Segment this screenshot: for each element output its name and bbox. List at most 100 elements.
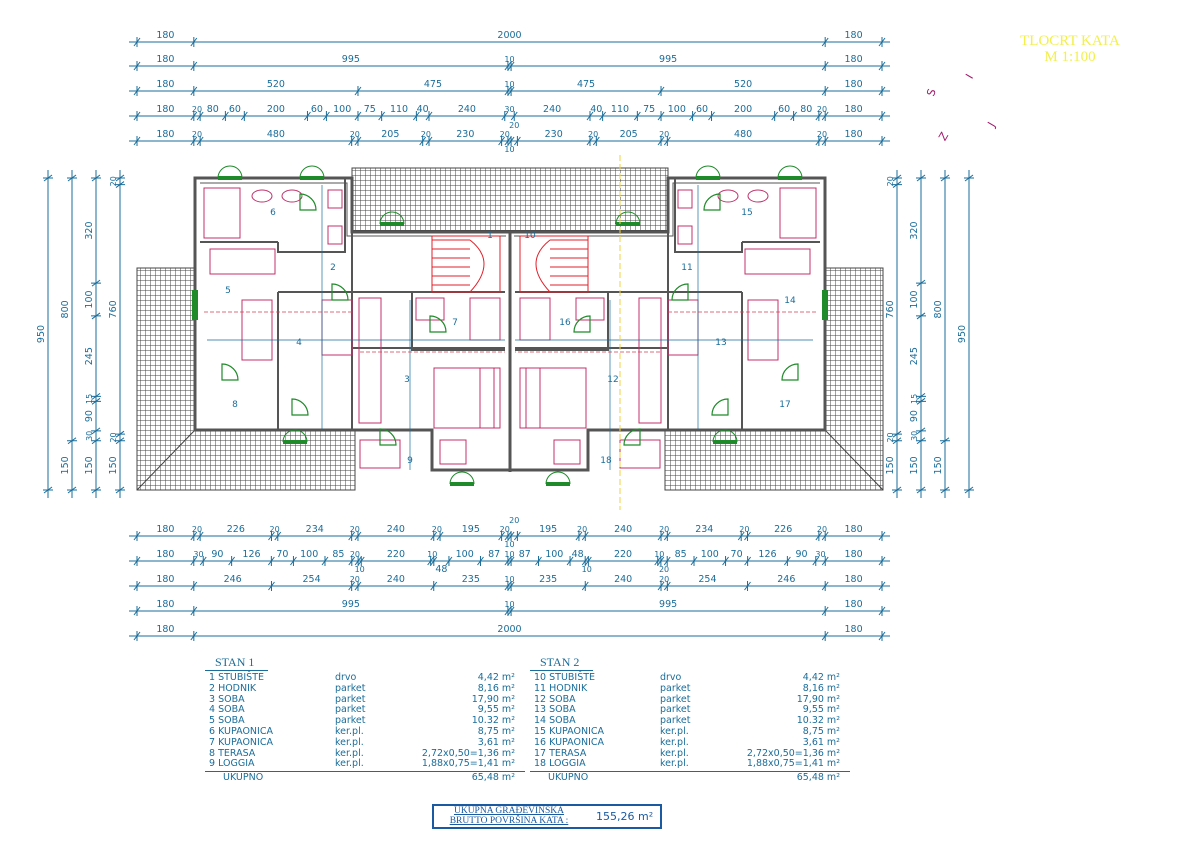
window (283, 440, 307, 444)
cell-area: 3,61 m² (802, 736, 840, 748)
dimension-tick (916, 427, 926, 435)
dimension-label: 995 (659, 54, 677, 65)
dimension-tick (504, 556, 512, 566)
dimension-tick (43, 486, 53, 494)
dimension-label: 100 (668, 104, 686, 115)
dimension-tick (425, 136, 433, 146)
dimension-tick (744, 556, 752, 566)
dimension-label: 30 (504, 105, 514, 114)
total-value: 65,48 m² (471, 772, 515, 784)
dimension-tick (878, 136, 886, 146)
bed (747, 299, 779, 361)
cell-material: drvo (335, 672, 357, 683)
door-swing (291, 398, 309, 416)
door-swing (429, 315, 447, 333)
scale-text: M 1:100 (1044, 49, 1096, 65)
dimension-tick (586, 136, 594, 146)
dimension-label: 20 (659, 575, 669, 584)
dimension-label: 246 (777, 574, 795, 585)
dimension-label: 226 (227, 524, 245, 535)
dimension-label: 48 (435, 564, 447, 575)
dimension-tick (304, 111, 311, 121)
dimension-label: 20 (577, 525, 587, 534)
dimension-tick (878, 111, 886, 121)
dimension-label: 20 (886, 176, 895, 186)
window-swing (449, 471, 475, 485)
dimension-tick (964, 174, 974, 182)
cell-name: 15 KUPAONICA (534, 725, 605, 737)
dimension-tick (771, 111, 779, 121)
dimension-tick (657, 531, 665, 541)
dimension-tick (115, 181, 125, 188)
dimension-tick (821, 86, 829, 96)
dimension-tick (878, 556, 886, 566)
dimension-tick (892, 437, 902, 445)
cell-material: parket (660, 682, 691, 694)
bed (667, 299, 699, 356)
dimension-tick (221, 111, 229, 121)
stair-turn (469, 239, 485, 293)
dimension-tick (599, 111, 607, 121)
dimension-label: 995 (342, 599, 360, 610)
dimension-tick (133, 581, 141, 591)
summary-value: 155,26 m² (596, 810, 654, 823)
cell-name: 3 SOBA (209, 693, 245, 705)
dimension-label: 110 (390, 104, 408, 115)
cell-name: 10 STUBIŠTE (534, 672, 596, 683)
dimension-label: 235 (462, 574, 480, 585)
dimension-tick (67, 486, 77, 494)
window (218, 176, 242, 180)
cell-area: 10.32 m² (796, 715, 840, 727)
dimension-label: 10 (654, 550, 664, 559)
dimension-label: 90 (211, 549, 223, 560)
dimension-tick (91, 486, 101, 494)
dimension-tick (584, 556, 592, 566)
dimension-tick (43, 174, 53, 182)
dimension-tick (507, 606, 515, 616)
dimension-tick (430, 531, 438, 541)
total-label: UKUPNO (548, 772, 589, 784)
dimension-tick (115, 174, 125, 182)
dimension-tick (274, 531, 282, 541)
door-swing (331, 283, 349, 301)
dimension-label: 205 (620, 129, 638, 140)
chair (553, 439, 581, 465)
dimension-tick (430, 581, 438, 591)
dimension-label: 75 (364, 104, 376, 115)
cell-area: 8,16 m² (802, 682, 840, 694)
dimension-label: 230 (545, 129, 563, 140)
dimension-tick (91, 427, 101, 435)
dimension-label: 100 (84, 290, 95, 308)
dimension-tick (821, 37, 829, 47)
dimension-label: 180 (845, 54, 863, 65)
dimension-tick (689, 111, 696, 121)
stan2-total-row: UKUPNO 65,48 m² (530, 771, 850, 784)
door-swing (781, 363, 799, 381)
dimension-tick (821, 606, 829, 616)
cell-area: 2,72x0,50=1,36 m² (746, 747, 840, 759)
total-value: 65,48 m² (796, 772, 840, 784)
dimension-label: 180 (156, 54, 174, 65)
dimension-tick (878, 86, 886, 96)
dimension-tick (91, 437, 101, 445)
window (778, 176, 802, 180)
door-swing (573, 315, 591, 333)
dimension-tick (566, 556, 574, 566)
dimension-label: 85 (675, 549, 687, 560)
room-number: 11 (681, 263, 692, 273)
dimension-label: 995 (659, 599, 677, 610)
dimension-tick (878, 37, 886, 47)
dimension-tick (348, 531, 356, 541)
cell-material: parket (335, 715, 366, 727)
dimension-label: 20 (350, 575, 360, 584)
cell-name: 13 SOBA (534, 704, 576, 716)
dimension-tick (504, 136, 512, 146)
dimension-label: 150 (909, 456, 920, 474)
dimension-tick (916, 312, 926, 320)
dimension-tick (354, 556, 362, 566)
